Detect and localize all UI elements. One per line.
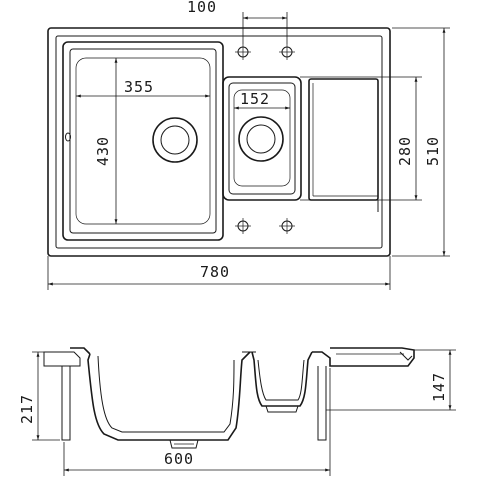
dim-label-100: 100 (187, 0, 217, 16)
drainer-board-section (312, 347, 415, 367)
small-bowl-section (251, 351, 313, 407)
small-bowl (222, 76, 302, 201)
dim-label-355: 355 (124, 78, 154, 96)
section-view: 217 147 600 (18, 347, 456, 476)
main-bowl-section (87, 351, 251, 441)
dim-label-510: 510 (424, 136, 442, 166)
dim-section-height: 217 (18, 351, 60, 441)
dim-label-430: 430 (94, 136, 112, 166)
small-bowl-drain (238, 116, 284, 162)
plan-view: 100 355 430 152 280 510 (47, 0, 450, 290)
dim-label-147: 147 (430, 372, 448, 402)
dim-section-drain-height: 147 (326, 349, 456, 411)
dim-top-hole-spacing: 100 (187, 0, 288, 44)
right-support-leg (317, 366, 327, 441)
tap-holes (235, 44, 295, 234)
dim-main-bowl-depth: 430 (94, 58, 118, 224)
dim-small-bowl-width: 152 (234, 90, 290, 110)
dim-label-780: 780 (200, 263, 230, 281)
dim-label-600: 600 (164, 450, 194, 468)
dim-overall-width: 780 (47, 256, 391, 290)
dim-main-bowl-width: 355 (76, 78, 210, 98)
sink-inner-outline (55, 35, 383, 249)
dim-section-width: 600 (63, 368, 331, 476)
drainer-area (308, 78, 379, 212)
left-support-leg (61, 366, 71, 441)
dim-overall-depth: 510 (392, 27, 450, 257)
dim-label-217: 217 (18, 394, 36, 424)
main-bowl-drain (152, 117, 198, 163)
dim-small-bowl-depth: 280 (300, 76, 422, 201)
overflow-hole (65, 132, 71, 142)
dim-label-152: 152 (240, 90, 270, 108)
main-bowl (62, 41, 224, 241)
sink-outer-outline (47, 27, 391, 257)
dim-label-280: 280 (396, 136, 414, 166)
